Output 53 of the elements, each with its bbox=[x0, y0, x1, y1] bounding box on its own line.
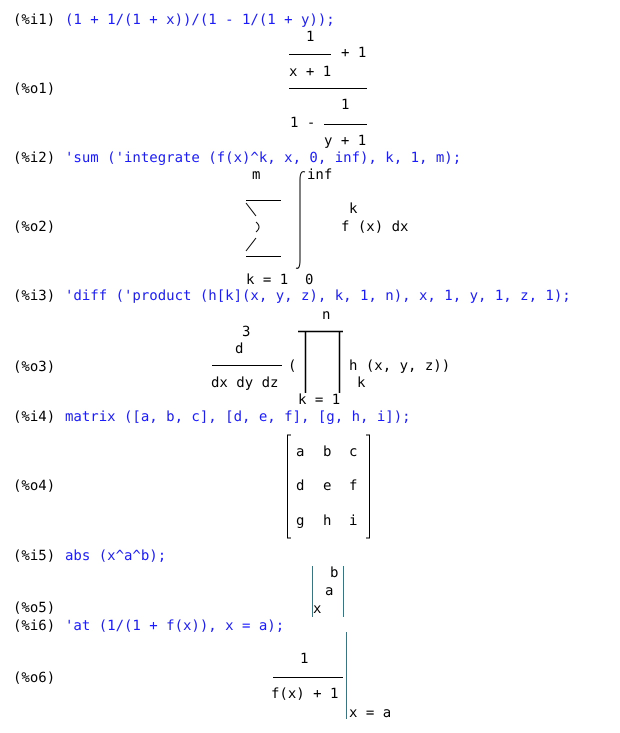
math-term: h bbox=[323, 512, 332, 530]
math-term: a bbox=[296, 443, 304, 461]
prompt-label: (%o3) bbox=[13, 358, 56, 376]
prompt-label: (%o4) bbox=[13, 477, 56, 495]
math-term: x = a bbox=[349, 704, 392, 722]
math-term: k = 1 bbox=[246, 271, 288, 289]
input-command: 'at (1/(1 + f(x)), x = a); bbox=[65, 617, 284, 635]
prompt-label: (%i2) bbox=[13, 149, 56, 167]
input-command: abs (x^a^b); bbox=[65, 547, 166, 565]
input-command: 'sum ('integrate (f(x)^k, x, 0, inf), k, 1, m); bbox=[65, 149, 462, 167]
math-term: k = 1 bbox=[298, 391, 340, 409]
math-term: y + 1 bbox=[324, 132, 366, 150]
math-term: dx dy dz bbox=[211, 374, 278, 392]
math-term: x bbox=[313, 600, 322, 618]
math-term: h (x, y, z)) bbox=[349, 357, 450, 375]
math-term: n bbox=[322, 306, 330, 324]
input-command: 'diff ('product (h[k](x, y, z), k, 1, n), x, 1, y, 1, z, 1); bbox=[65, 287, 571, 305]
math-term: b bbox=[330, 564, 338, 582]
math-term: f (x) dx bbox=[341, 218, 408, 236]
math-term: f bbox=[349, 477, 358, 495]
math-term: 1 bbox=[341, 96, 350, 114]
math-term: 0 bbox=[305, 271, 314, 289]
math-term: ( bbox=[288, 357, 296, 375]
math-term: f(x) + 1 bbox=[271, 685, 338, 703]
math-term: 1 bbox=[306, 28, 314, 46]
prompt-label: (%i1) bbox=[13, 11, 56, 29]
prompt-label: (%o1) bbox=[13, 80, 56, 98]
prompt-label: (%i5) bbox=[13, 547, 56, 565]
math-term: x + 1 bbox=[289, 63, 332, 81]
math-term: i bbox=[349, 512, 358, 530]
math-term: k bbox=[357, 374, 366, 392]
math-term: m bbox=[252, 166, 260, 184]
prompt-label: (%i4) bbox=[13, 408, 56, 426]
math-term: d bbox=[235, 340, 244, 358]
math-term: + 1 bbox=[341, 44, 366, 62]
prompt-label: (%i6) bbox=[13, 617, 56, 635]
math-term: 1 - bbox=[290, 114, 316, 132]
prompt-label: (%o6) bbox=[13, 669, 56, 687]
prompt-label: (%i3) bbox=[13, 287, 56, 305]
math-term: 3 bbox=[242, 323, 250, 341]
input-command: matrix ([a, b, c], [d, e, f], [g, h, i]); bbox=[65, 408, 411, 426]
math-term: d bbox=[296, 477, 304, 495]
prompt-label: (%o5) bbox=[13, 599, 56, 617]
math-term: c bbox=[349, 443, 358, 461]
math-term: k bbox=[349, 200, 358, 218]
math-term: 1 bbox=[300, 650, 308, 668]
math-term: inf bbox=[307, 166, 332, 184]
math-term: b bbox=[323, 443, 332, 461]
math-term: e bbox=[323, 477, 332, 495]
input-command: (1 + 1/(1 + x))/(1 - 1/(1 + y)); bbox=[65, 11, 335, 29]
prompt-label: (%o2) bbox=[13, 218, 56, 236]
math-term: g bbox=[296, 512, 304, 530]
math-term: a bbox=[325, 582, 334, 600]
